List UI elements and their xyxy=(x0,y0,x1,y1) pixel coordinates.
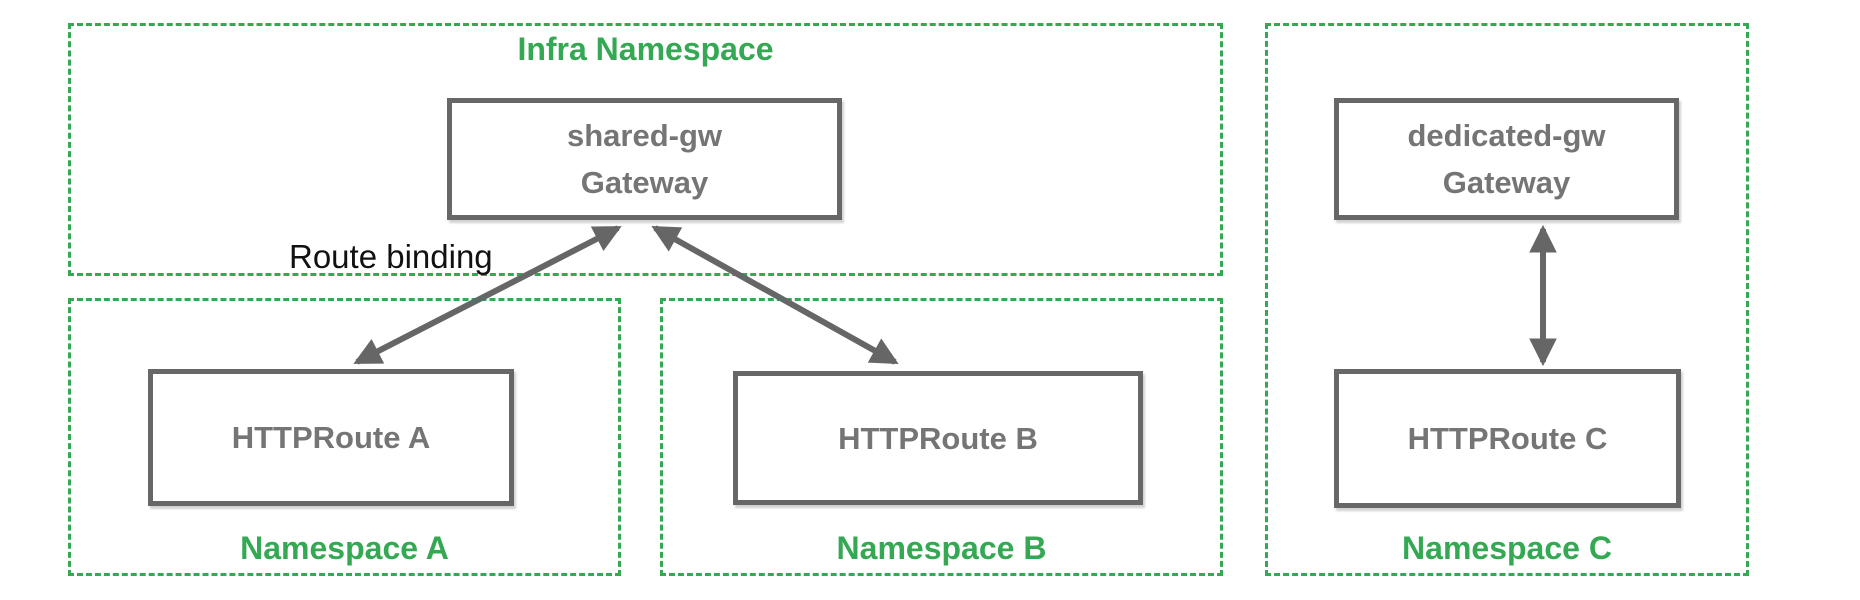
route-binding-label: Route binding xyxy=(289,238,493,275)
namespace-label-infra: Infra Namespace xyxy=(517,31,774,67)
node-httproute-b: HTTPRoute B xyxy=(733,371,1143,505)
namespace-box-a: Namespace A xyxy=(68,298,621,576)
node-httproute-c: HTTPRoute C xyxy=(1334,369,1681,508)
node-httproute-c-label: HTTPRoute C xyxy=(1407,421,1608,456)
node-dedicated-gw-kind: Gateway xyxy=(1442,165,1571,200)
namespace-box-c: Namespace C xyxy=(1265,23,1749,576)
namespace-label-b: Namespace B xyxy=(836,530,1047,566)
node-shared-gw-gateway: shared-gw Gateway xyxy=(447,98,842,220)
node-httproute-b-label: HTTPRoute B xyxy=(838,420,1038,456)
node-dedicated-gw-gateway: dedicated-gw Gateway xyxy=(1334,98,1679,220)
namespace-box-b: Namespace B xyxy=(660,298,1223,576)
namespace-box-infra: Infra Namespace xyxy=(68,23,1223,276)
node-shared-gw-name: shared-gw xyxy=(566,118,723,153)
node-httproute-a: HTTPRoute A xyxy=(148,369,514,506)
namespace-label-c: Namespace C xyxy=(1402,530,1612,566)
node-dedicated-gw-name: dedicated-gw xyxy=(1407,118,1606,153)
node-shared-gw-kind: Gateway xyxy=(580,165,709,200)
node-httproute-a-label: HTTPRoute A xyxy=(231,420,431,455)
namespace-label-a: Namespace A xyxy=(240,530,449,566)
